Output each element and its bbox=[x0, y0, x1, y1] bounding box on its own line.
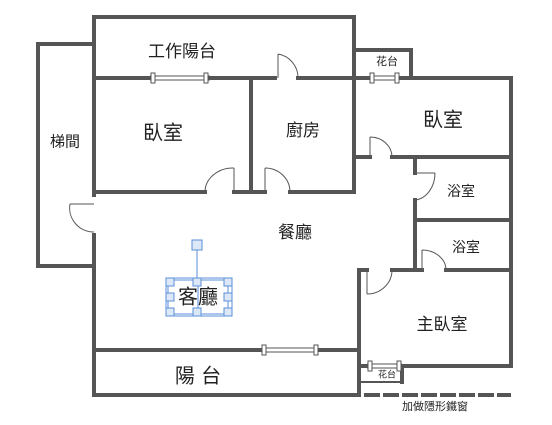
window-flower-bed-top bbox=[369, 72, 400, 84]
label-flower-bed-bottom: 花台 bbox=[378, 369, 396, 381]
door-stairwell bbox=[69, 203, 95, 233]
door-kitchen bbox=[264, 167, 291, 193]
label-kitchen: 廚房 bbox=[286, 120, 320, 141]
label-bathroom-2: 浴室 bbox=[452, 239, 480, 256]
room-labels: 工作陽台 花台 梯間 臥室 廚房 臥室 浴室 餐廳 浴室 客廳 主臥室 陽 台 … bbox=[50, 42, 480, 413]
door-bedroom-2 bbox=[369, 136, 393, 158]
label-bathroom-1: 浴室 bbox=[447, 183, 475, 200]
label-stairwell: 梯間 bbox=[50, 133, 80, 151]
label-work-balcony: 工作陽台 bbox=[148, 42, 216, 62]
label-bedroom-1: 臥室 bbox=[143, 121, 183, 145]
door-bedroom-1 bbox=[204, 167, 235, 193]
label-bedroom-2: 臥室 bbox=[423, 108, 463, 132]
label-balcony: 陽 台 bbox=[175, 364, 221, 388]
door-bathroom-1 bbox=[414, 172, 436, 201]
window-work-balcony bbox=[150, 72, 210, 84]
label-master-bedroom: 主臥室 bbox=[417, 315, 468, 335]
doors bbox=[69, 53, 447, 295]
door-bathroom-2 bbox=[421, 249, 447, 271]
windows bbox=[150, 72, 402, 372]
walls bbox=[36, 15, 513, 397]
window-flower-bed-bottom bbox=[367, 360, 402, 372]
window-balcony bbox=[261, 344, 319, 356]
label-living: 客廳 bbox=[178, 285, 218, 309]
label-dining: 餐廳 bbox=[278, 223, 312, 243]
note-window-guard: 加做隱形鐵窗 bbox=[402, 399, 468, 413]
door-work-balcony bbox=[277, 53, 299, 79]
selection-handles[interactable] bbox=[165, 239, 233, 317]
label-flower-bed-top: 花台 bbox=[376, 54, 398, 68]
door-master-bedroom bbox=[366, 269, 393, 295]
